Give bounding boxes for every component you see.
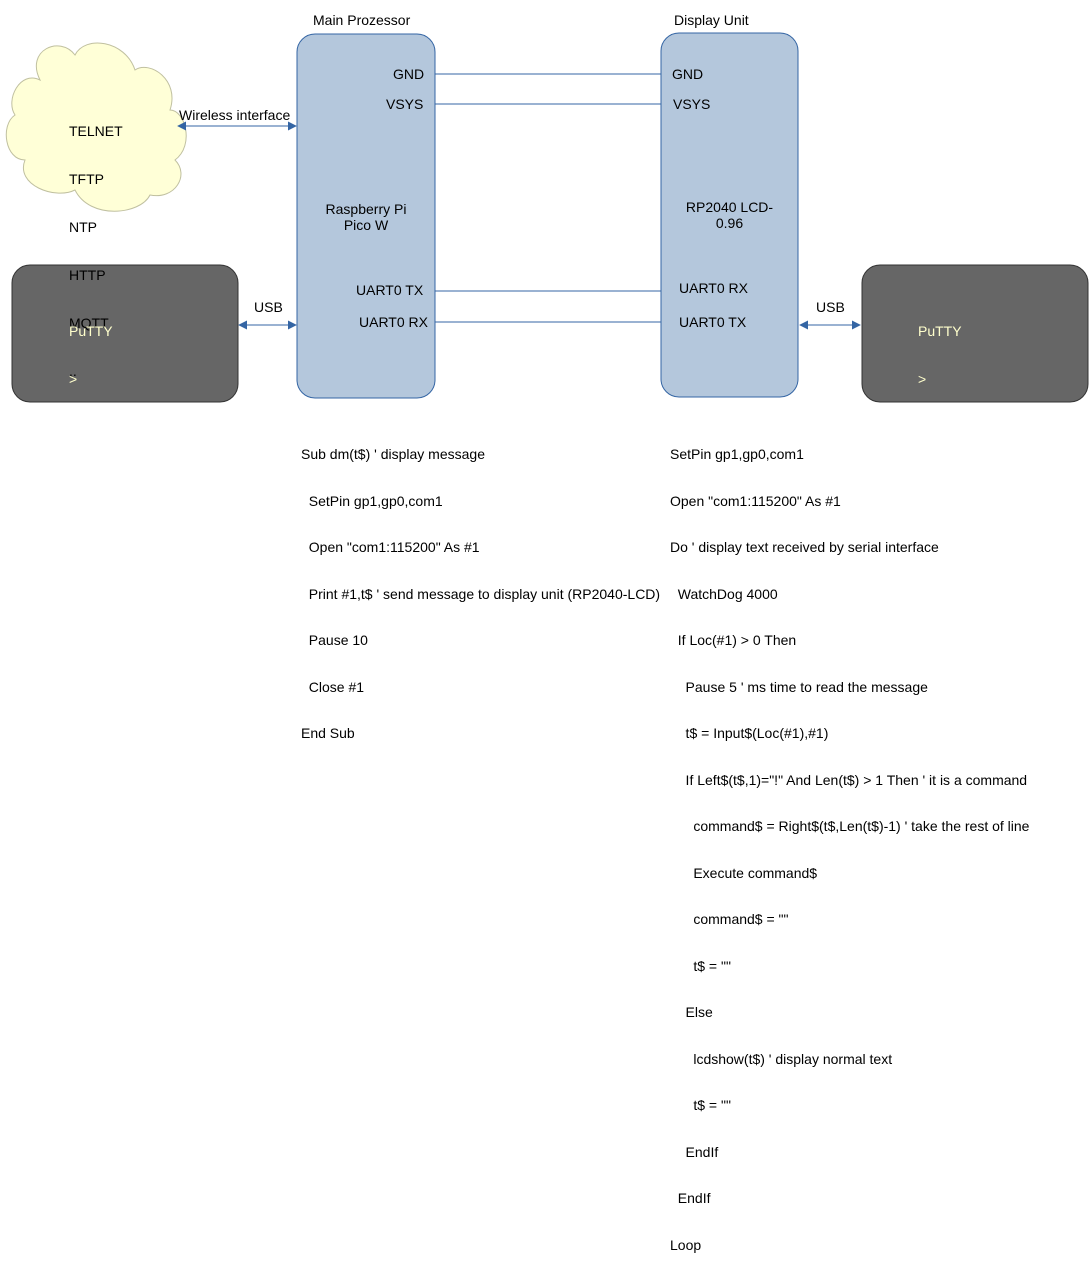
code-line: Pause 5 ' ms time to read the message bbox=[670, 678, 928, 695]
code-line: Do ' display text received by serial int… bbox=[670, 539, 939, 555]
code-line: t$ = "" bbox=[670, 957, 731, 974]
protocol-more: .. bbox=[69, 363, 77, 379]
code-line: Print #1,t$ ' send message to display un… bbox=[301, 585, 661, 602]
code-line: If Loc(#1) > 0 Then bbox=[670, 632, 797, 648]
code-line: If Left$(t$,1)="!" And Len(t$) > 1 Then … bbox=[670, 771, 1028, 788]
putty-left-text: PuTTY > bbox=[69, 291, 113, 403]
code-line: WatchDog 4000 bbox=[670, 585, 778, 602]
main-code-listing: Sub dm(t$) ' display message SetPin gp1,… bbox=[301, 416, 660, 757]
putty-terminal-right bbox=[861, 264, 1089, 403]
usb-right-label: USB bbox=[816, 299, 845, 315]
main-pin-uart-rx: UART0 RX bbox=[359, 314, 428, 330]
main-pin-vsys: VSYS bbox=[386, 96, 424, 112]
display-pin-uart-tx: UART0 TX bbox=[679, 314, 747, 330]
main-processor-box bbox=[296, 33, 436, 399]
main-processor-title: Main Prozessor bbox=[313, 12, 411, 28]
code-line: Close #1 bbox=[301, 678, 365, 695]
code-line: Open "com1:115200" As #1 bbox=[301, 539, 480, 555]
display-unit-box bbox=[660, 32, 799, 398]
display-unit-name: RP2040 LCD- 0.96 bbox=[661, 199, 798, 231]
putty-right-title: PuTTY bbox=[918, 323, 962, 339]
code-line: t$ = "" bbox=[670, 1097, 731, 1113]
code-line: EndIf bbox=[670, 1143, 719, 1160]
putty-terminal-left bbox=[11, 264, 239, 403]
main-name-line1: Raspberry Pi bbox=[325, 201, 407, 217]
code-line: EndIf bbox=[670, 1190, 711, 1206]
protocol-telnet: TELNET bbox=[69, 123, 123, 139]
main-pin-uart-tx: UART0 TX bbox=[356, 282, 424, 298]
code-line: command$ = "" bbox=[670, 911, 789, 927]
display-unit-title: Display Unit bbox=[674, 12, 749, 28]
diagram-canvas bbox=[5, 32, 1089, 403]
display-name-line2: 0.96 bbox=[715, 215, 744, 231]
display-pin-gnd: GND bbox=[672, 66, 704, 82]
code-line: Open "com1:115200" As #1 bbox=[670, 492, 841, 509]
putty-left-prompt: > bbox=[69, 371, 78, 387]
code-line: Pause 10 bbox=[301, 632, 368, 648]
code-line: command$ = Right$(t$,Len(t$)-1) ' take t… bbox=[670, 818, 1030, 834]
cloud-protocol-list: TELNET TFTP NTP HTTP MQTT .. bbox=[69, 91, 123, 395]
main-processor-name: Raspberry Pi Pico W bbox=[297, 201, 435, 233]
code-line: Loop bbox=[670, 1236, 702, 1253]
display-pin-vsys: VSYS bbox=[673, 96, 711, 112]
code-line: Else bbox=[670, 1004, 713, 1020]
protocol-ntp: NTP bbox=[69, 219, 97, 235]
putty-right-prompt: > bbox=[918, 371, 927, 387]
code-line: Execute command$ bbox=[670, 864, 818, 881]
putty-right-text: PuTTY > bbox=[918, 291, 962, 403]
putty-left-title: PuTTY bbox=[69, 323, 113, 339]
code-line: SetPin gp1,gp0,com1 bbox=[670, 446, 804, 462]
code-line: t$ = Input$(Loc(#1),#1) bbox=[670, 725, 829, 741]
code-line: Sub dm(t$) ' display message bbox=[301, 446, 485, 462]
protocol-http: HTTP bbox=[69, 267, 106, 283]
display-pin-uart-rx: UART0 RX bbox=[679, 280, 748, 296]
code-line: lcdshow(t$) ' display normal text bbox=[670, 1050, 893, 1067]
main-name-line2: Pico W bbox=[343, 217, 389, 233]
code-line: SetPin gp1,gp0,com1 bbox=[301, 492, 443, 509]
protocol-mqtt: MQTT bbox=[69, 315, 109, 331]
code-line: End Sub bbox=[301, 725, 355, 741]
display-name-line1: RP2040 LCD- bbox=[685, 199, 774, 215]
usb-left-label: USB bbox=[254, 299, 283, 315]
internet-cloud bbox=[5, 42, 187, 212]
protocol-tftp: TFTP bbox=[69, 171, 104, 187]
wireless-interface-label: Wireless interface bbox=[179, 107, 291, 123]
main-pin-gnd: GND bbox=[393, 66, 425, 82]
display-code-listing: SetPin gp1,gp0,com1 Open "com1:115200" A… bbox=[670, 416, 1029, 1269]
